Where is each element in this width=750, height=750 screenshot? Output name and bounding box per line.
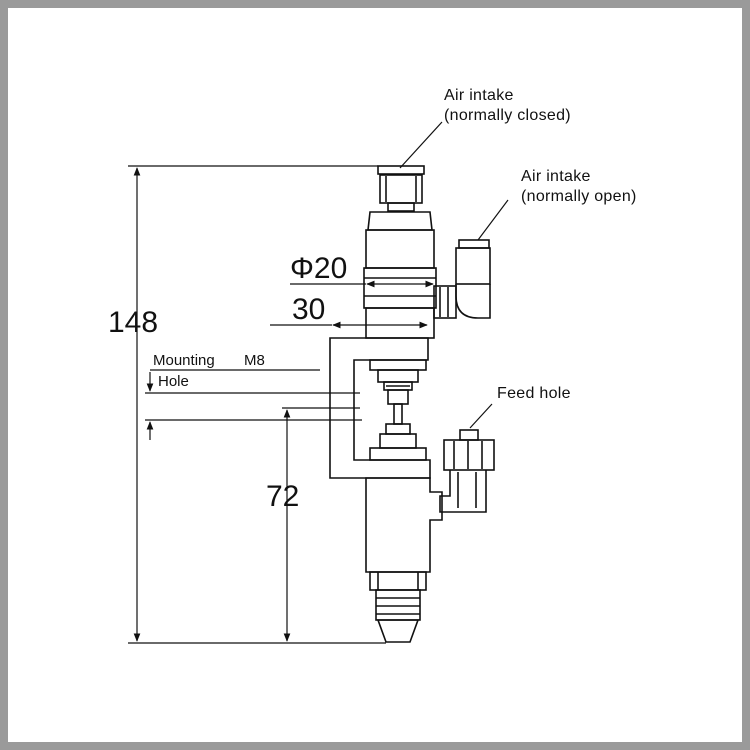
air-intake-closed-label-1: Air intake — [444, 87, 514, 104]
dimension-72 — [282, 407, 360, 642]
nozzle — [369, 571, 427, 643]
side-elbow-fitting — [433, 239, 491, 319]
feed-fitting — [439, 429, 495, 513]
dimension-148-label: 148 — [108, 306, 158, 339]
mounting-bracket — [329, 337, 431, 479]
air-intake-open-label-1: Air intake — [521, 168, 591, 185]
mounting-label: Mounting — [153, 352, 215, 369]
dimension-72-label: 72 — [266, 480, 299, 513]
feed-hole-label: Feed hole — [497, 385, 571, 402]
dimension-148 — [128, 165, 386, 644]
hole-label: Hole — [158, 373, 189, 390]
callout-leaders — [399, 121, 509, 429]
upper-cylinder — [363, 211, 437, 339]
air-intake-open-label-2: (normally open) — [521, 188, 637, 205]
lower-body — [365, 477, 443, 573]
top-air-fitting — [377, 165, 425, 212]
stem-assembly — [369, 359, 427, 461]
mounting-thread-label: M8 — [244, 352, 265, 369]
dimension-phi20-label: Φ20 — [290, 252, 347, 285]
dimension-30-label: 30 — [292, 293, 325, 326]
air-intake-closed-label-2: (normally closed) — [444, 107, 571, 124]
mounting-hole-leaders — [145, 369, 362, 440]
drawing-frame — [8, 8, 742, 742]
